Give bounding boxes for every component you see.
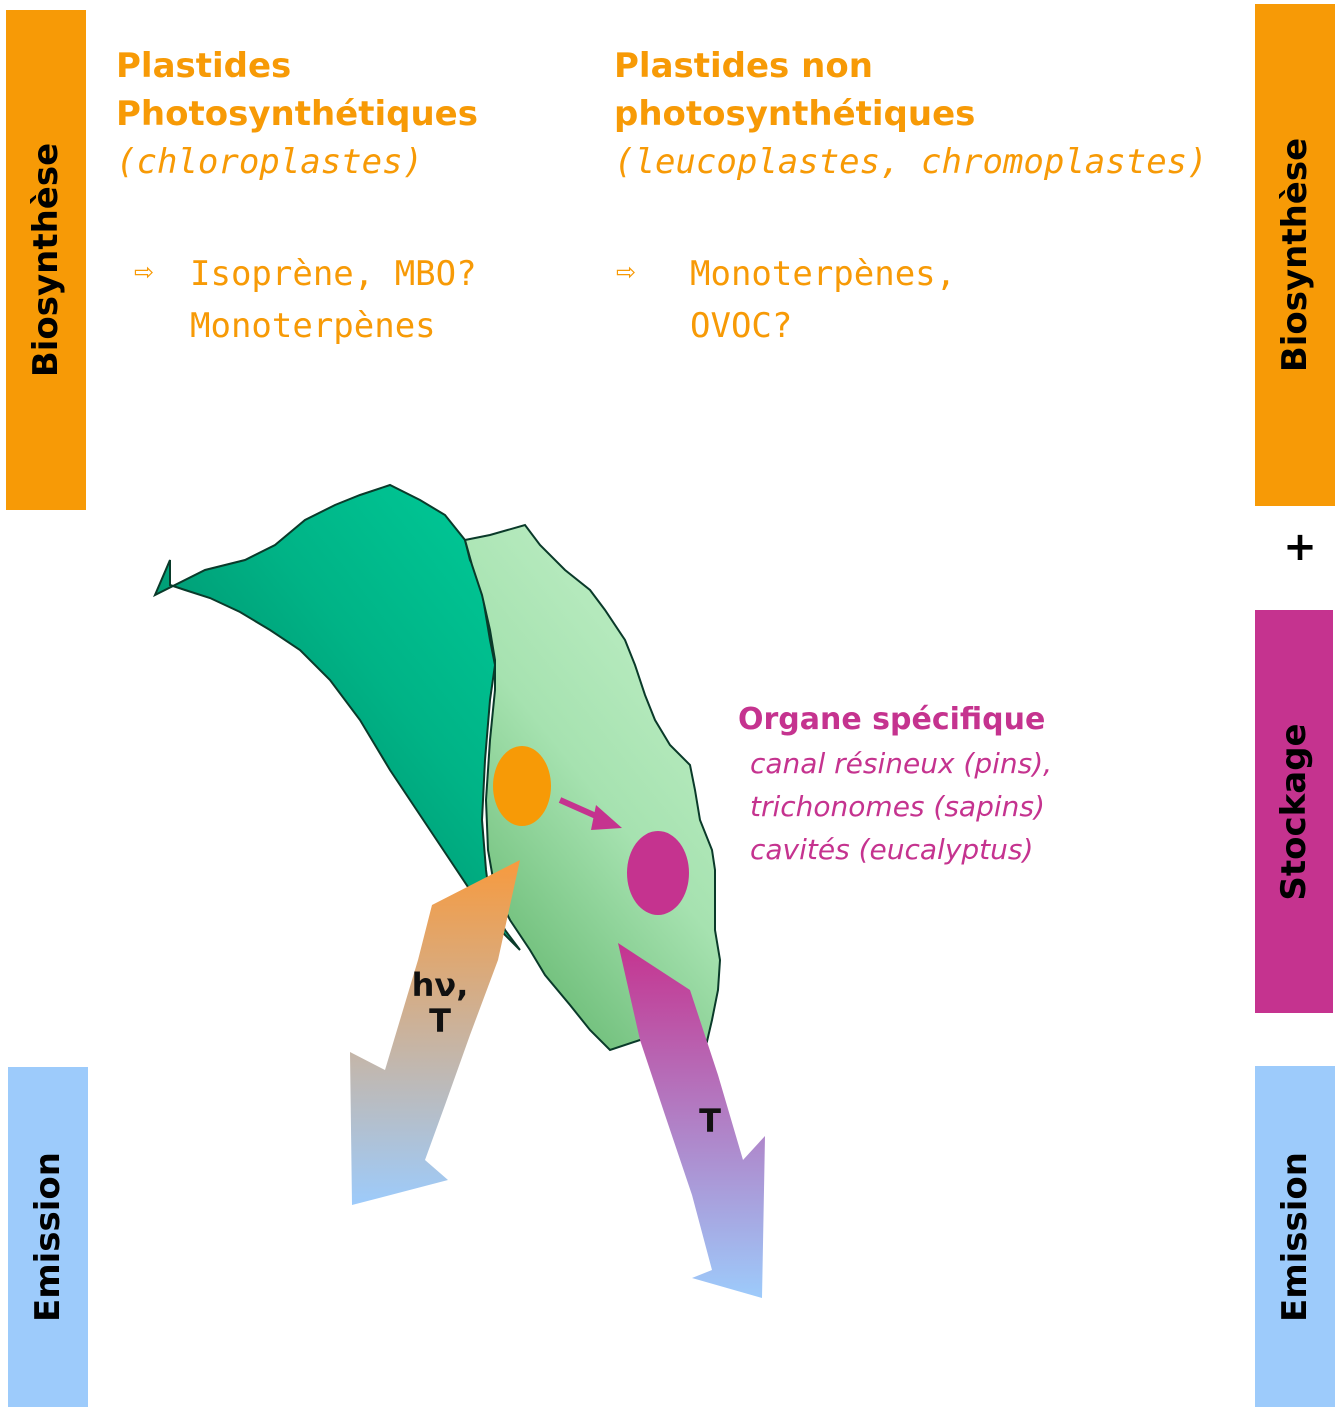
storage-magenta-dot [627,831,689,915]
right-flow-label: T [690,1103,730,1139]
organ-title: Organe spécifique [738,698,1052,742]
left-flow-label: hν, T [400,967,480,1039]
plastid-orange-dot [493,746,551,826]
organ-description: Organe spécifique canal résineux (pins),… [738,698,1052,871]
left-flow-label-line1: hν, [400,967,480,1003]
dark-leaf-shape [155,485,520,950]
organ-line-2: trichonomes (sapins) [738,785,1052,828]
left-flow-label-line2: T [400,1003,480,1039]
organ-line-3: cavités (eucalyptus) [738,828,1052,871]
organ-line-1: canal résineux (pins), [738,742,1052,785]
